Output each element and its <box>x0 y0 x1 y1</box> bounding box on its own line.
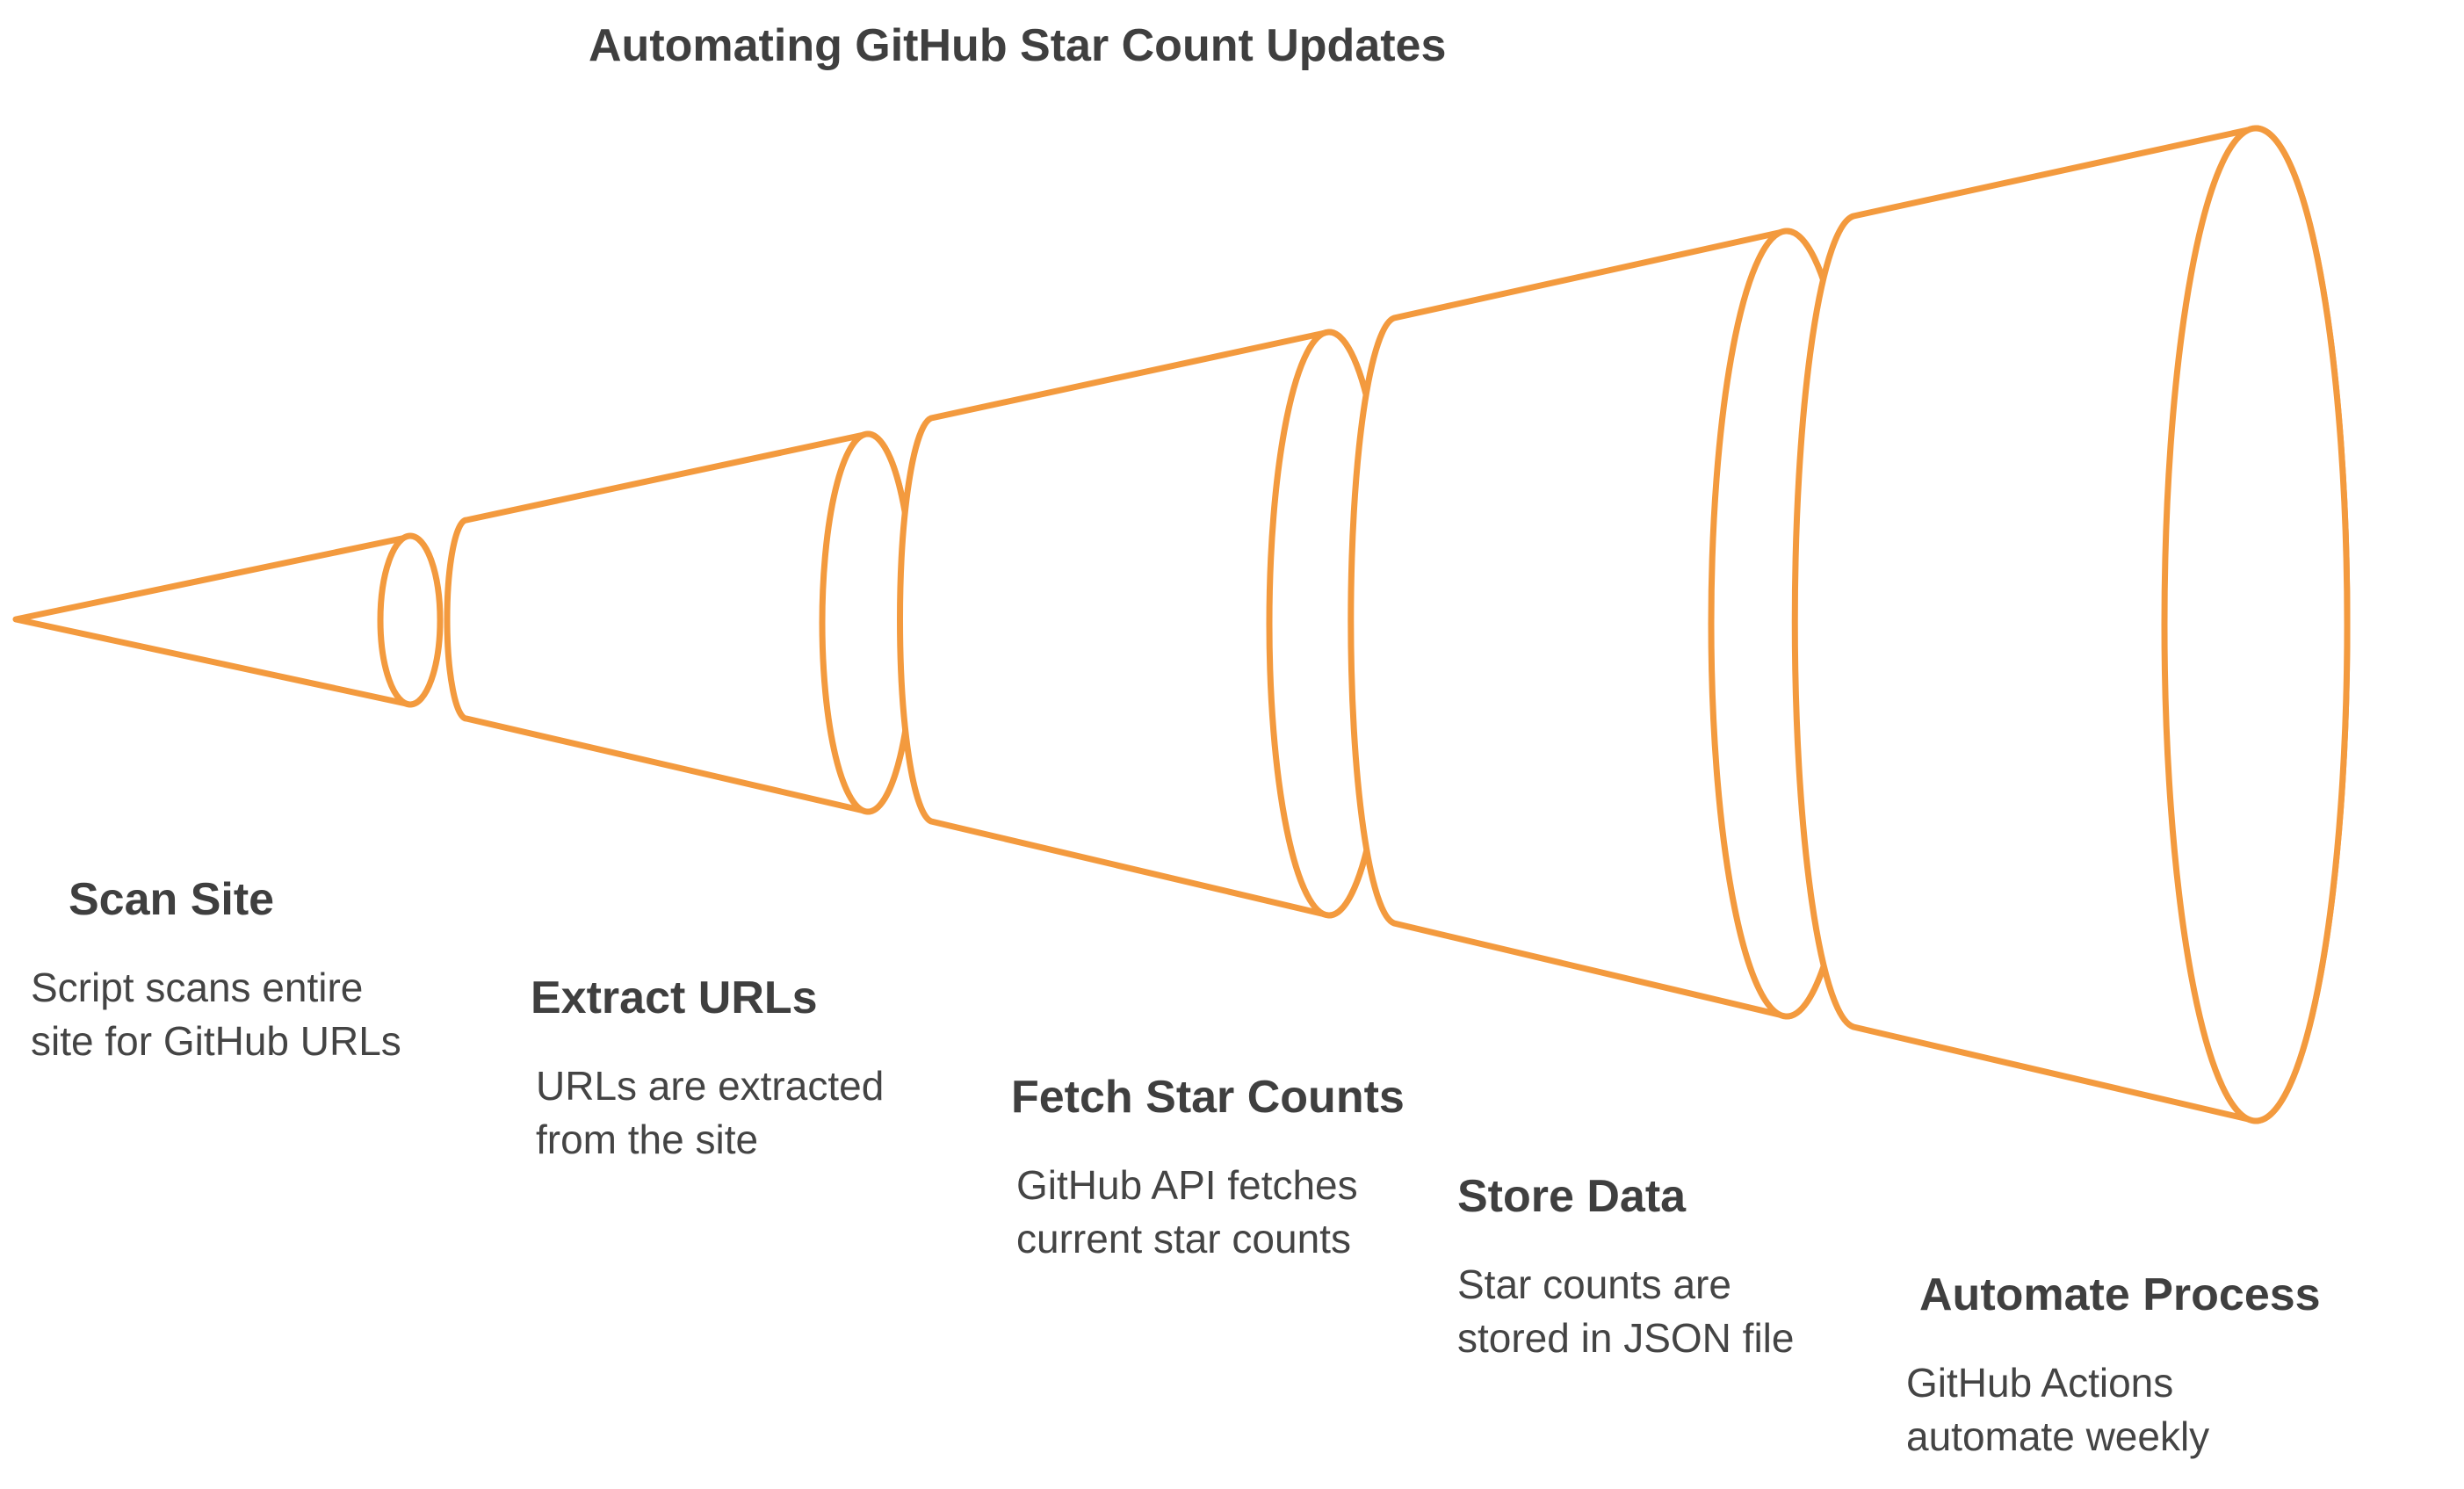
funnel-segment-store-data <box>1348 228 1866 1020</box>
stage-label: Scan Site <box>69 874 275 925</box>
stage-description-line: automate weekly <box>1906 1413 2210 1459</box>
stage-scan-site: Scan Site Script scans entire site for G… <box>31 873 435 1068</box>
stage-description: Star counts are stored in JSON file <box>1457 1258 1861 1365</box>
funnel-segment-scan-site <box>12 532 444 708</box>
stage-description-line: from the site <box>536 1117 759 1162</box>
stage-description-line: GitHub Actions <box>1906 1360 2174 1406</box>
diagram-title: Automating GitHub Star Count Updates <box>589 20 1447 71</box>
stage-store-data: Store Data Star counts are stored in JSO… <box>1457 1170 1861 1365</box>
funnel-segment-fetch-star-counts <box>897 329 1392 919</box>
stage-description: GitHub Actions automate weekly <box>1906 1356 2310 1464</box>
stage-description-line: Star counts are <box>1457 1261 1731 1307</box>
stage-label: Store Data <box>1457 1171 1687 1222</box>
stage-description-line: URLs are extracted <box>536 1063 885 1109</box>
stage-label: Extract URLs <box>531 972 818 1023</box>
funnel-segment-extract-urls <box>444 430 917 815</box>
stage-description-line: current star counts <box>1016 1216 1351 1261</box>
stage-description-line: stored in JSON file <box>1457 1315 1795 1361</box>
stage-label: Automate Process <box>1919 1269 2321 1320</box>
stage-description: URLs are extracted from the site <box>536 1059 935 1167</box>
stage-description-line: GitHub API fetches <box>1016 1162 1358 1208</box>
stage-description: GitHub API fetches current star counts <box>1016 1159 1415 1266</box>
stage-automate-process: Automate Process GitHub Actions automate… <box>1906 1269 2321 1464</box>
stage-description: Script scans entire site for GitHub URLs <box>31 961 435 1068</box>
stage-description-line: Script scans entire <box>31 965 364 1010</box>
stage-description-line: site for GitHub URLs <box>31 1018 401 1064</box>
stage-extract-urls: Extract URLs URLs are extracted from the… <box>531 972 935 1167</box>
stage-label: Fetch Star Counts <box>1011 1072 1405 1123</box>
funnel-segment-automate-process <box>1791 125 2351 1124</box>
stage-fetch-star-counts: Fetch Star Counts GitHub API fetches cur… <box>1011 1071 1415 1266</box>
